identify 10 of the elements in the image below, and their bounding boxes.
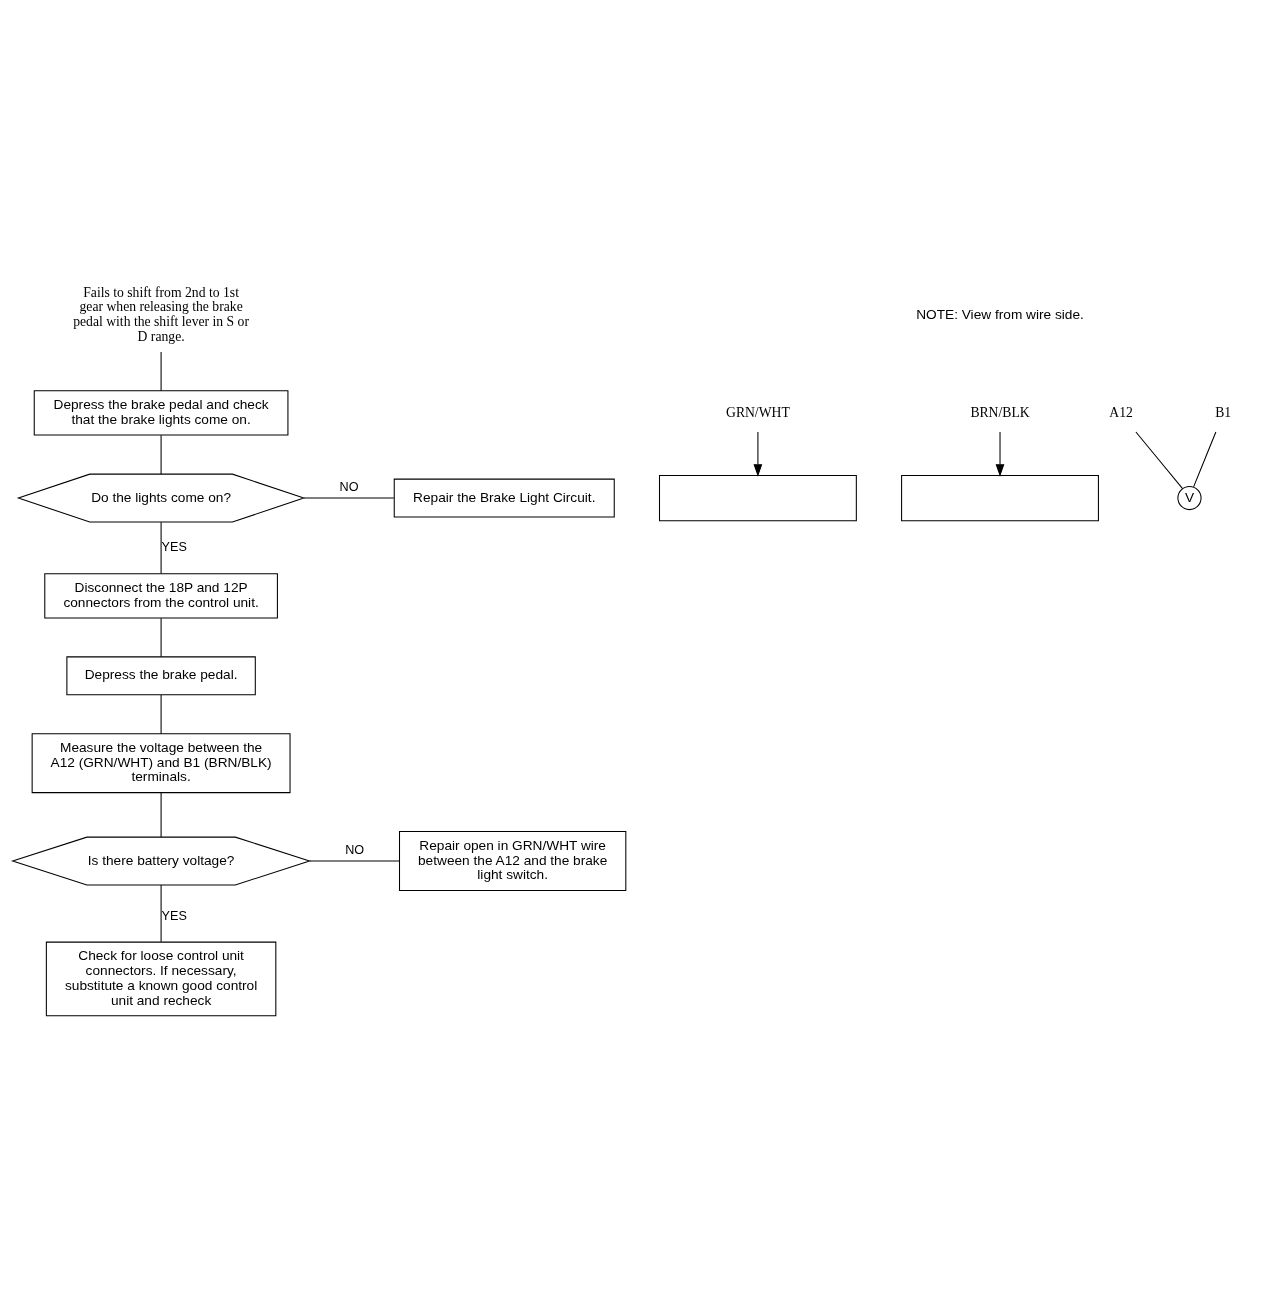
node-text: A12 xyxy=(1109,404,1133,420)
node-text: BRN/BLK xyxy=(970,404,1030,420)
edge-label: NO xyxy=(345,843,365,858)
edge-label: YES xyxy=(161,908,187,923)
edge-label: YES xyxy=(161,540,187,555)
node-text: Fails to shift from 2nd to 1st gear when releasing the brake pedal with the shift lever in S or D range. xyxy=(73,284,249,344)
edge-label: NO xyxy=(339,480,359,495)
node-text: B1 xyxy=(1215,404,1232,420)
node-text: GRN/WHT xyxy=(726,404,790,420)
label: NOTE: View from wire side. xyxy=(916,306,1084,322)
